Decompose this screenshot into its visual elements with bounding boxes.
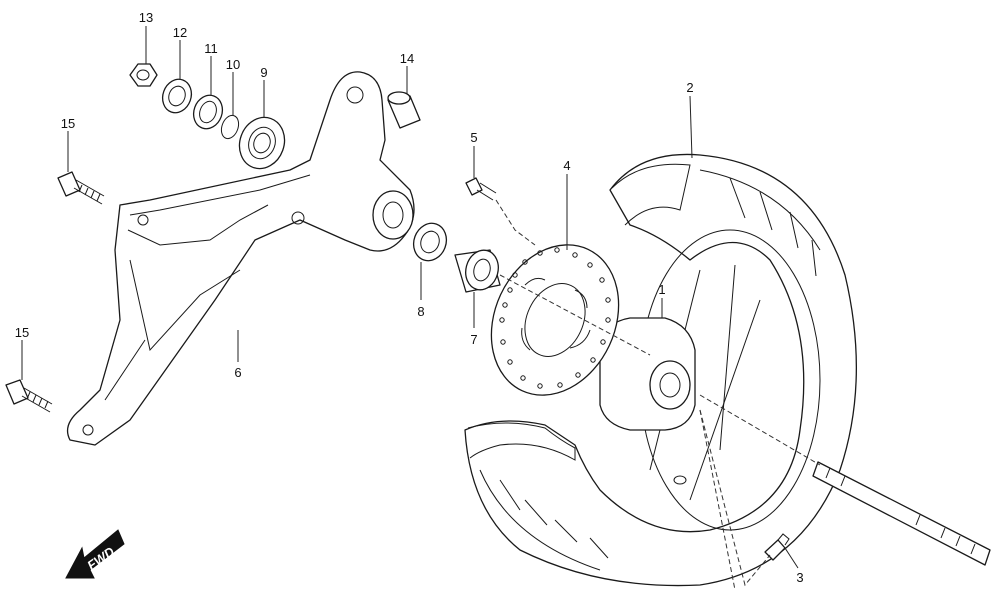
callout-9: 9: [260, 65, 267, 80]
callout-15-lower: 15: [15, 325, 29, 340]
callout-7: 7: [470, 332, 477, 347]
callout-3: 3: [796, 570, 803, 585]
callout-numbers: 1 2 3 4 5 6 7 8 9 10 11 12 13 14 15 15: [15, 10, 804, 585]
callout-14: 14: [400, 51, 414, 66]
side-collar: [454, 249, 501, 293]
nut: [129, 63, 158, 87]
bushing: [387, 91, 421, 129]
disc-bolt: [465, 177, 497, 201]
callout-2: 2: [686, 80, 693, 95]
callout-15-upper: 15: [61, 116, 75, 131]
oil-seal: [161, 78, 193, 114]
leader-lines: [21, 26, 799, 569]
wheel-rim: [599, 229, 821, 531]
callout-6: 6: [234, 365, 241, 380]
collar: [192, 94, 224, 130]
arrow-icon: [65, 529, 125, 579]
seal: [412, 222, 448, 262]
ball-bearing: [238, 116, 286, 170]
axle-shaft: [812, 461, 991, 566]
callout-8: 8: [417, 304, 424, 319]
callout-4: 4: [563, 158, 570, 173]
callout-13: 13: [139, 10, 153, 25]
brake-disc: [490, 244, 620, 396]
swing-arm: [66, 71, 415, 446]
callout-11: 11: [204, 41, 218, 56]
bolt-upper: [57, 171, 105, 205]
bolt-lower: [5, 379, 53, 413]
callout-10: 10: [226, 57, 240, 72]
assembly-lines: [495, 199, 821, 591]
callout-1: 1: [658, 282, 665, 297]
callout-5: 5: [470, 130, 477, 145]
callout-12: 12: [173, 25, 187, 40]
tire: [464, 153, 858, 587]
circlip: [220, 114, 240, 140]
forward-direction-arrow: FWD: [65, 529, 125, 579]
